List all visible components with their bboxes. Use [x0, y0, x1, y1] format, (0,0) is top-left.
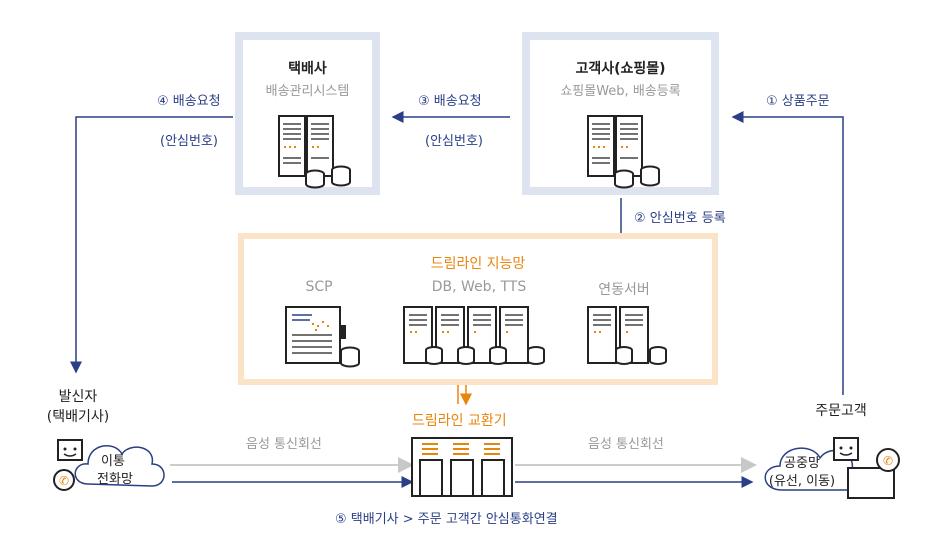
step5-label: ⑤ 택배기사 > 주문 고객간 안심통화연결: [335, 512, 558, 527]
svg-text:✆: ✆: [883, 454, 893, 468]
step2-label: ② 안심번호 등록: [634, 211, 726, 226]
step4-label: ④ 배송요청: [157, 94, 221, 109]
arrow-order: [731, 111, 844, 395]
public-cloud-line2: (유선, 이동): [768, 474, 836, 489]
arrow-delivery-request-4: [70, 116, 233, 374]
sender-line2: (택배기사): [46, 409, 110, 425]
network-box: 드림라인 지능망 SCP DB, Web, TTS 연동서버: [238, 233, 718, 385]
customer-company-subtitle: 쇼핑몰Web, 배송등록: [560, 84, 681, 99]
sender-line1: 발신자: [58, 389, 98, 405]
step3-label: ③ 배송요청: [418, 94, 482, 109]
server-icon: [278, 115, 351, 189]
network-title: 드림라인 지능망: [430, 256, 526, 272]
linkage-server-icon: [587, 306, 667, 365]
exchange-device-icon: [411, 437, 513, 497]
network-module-db-web-tts: DB, Web, TTS: [431, 279, 527, 295]
step4-sublabel: (안심번호): [160, 134, 218, 149]
courier-box: 택배사 배송관리시스템: [235, 32, 380, 195]
mobile-cloud-line2: 전화망: [97, 472, 133, 487]
step1-label: ① 상품주문: [766, 94, 830, 109]
public-cloud-line1: 공중망: [784, 456, 820, 471]
network-module-linkage: 연동서버: [598, 282, 650, 298]
customer-company-title: 고객사(쇼핑몰): [575, 61, 666, 77]
server-icon: [587, 115, 660, 189]
db-web-tts-cluster-icon: [403, 306, 545, 365]
customer-company-box: 고객사(쇼핑몰) 쇼핑몰Web, 배송등록: [522, 32, 719, 195]
orderer-label: 주문고객: [815, 403, 867, 419]
scp-device-icon: [285, 306, 360, 368]
step3-sublabel: (안심번호): [425, 134, 483, 149]
courier-title: 택배사: [288, 61, 327, 77]
courier-subtitle: 배송관리시스템: [265, 84, 350, 99]
sender-icon: ✆: [53, 439, 165, 491]
svg-text:✆: ✆: [59, 474, 69, 488]
mobile-cloud-shape: [74, 444, 165, 487]
network-module-scp: SCP: [305, 279, 333, 295]
mobile-cloud-line1: 이통: [101, 454, 125, 469]
orderer-icon: ✆: [764, 437, 900, 499]
voice-line-left-label: 음성 통신회선: [246, 437, 322, 452]
voice-line-right-label: 음성 통신회선: [588, 437, 664, 452]
exchange-title: 드림라인 교환기: [412, 413, 507, 429]
